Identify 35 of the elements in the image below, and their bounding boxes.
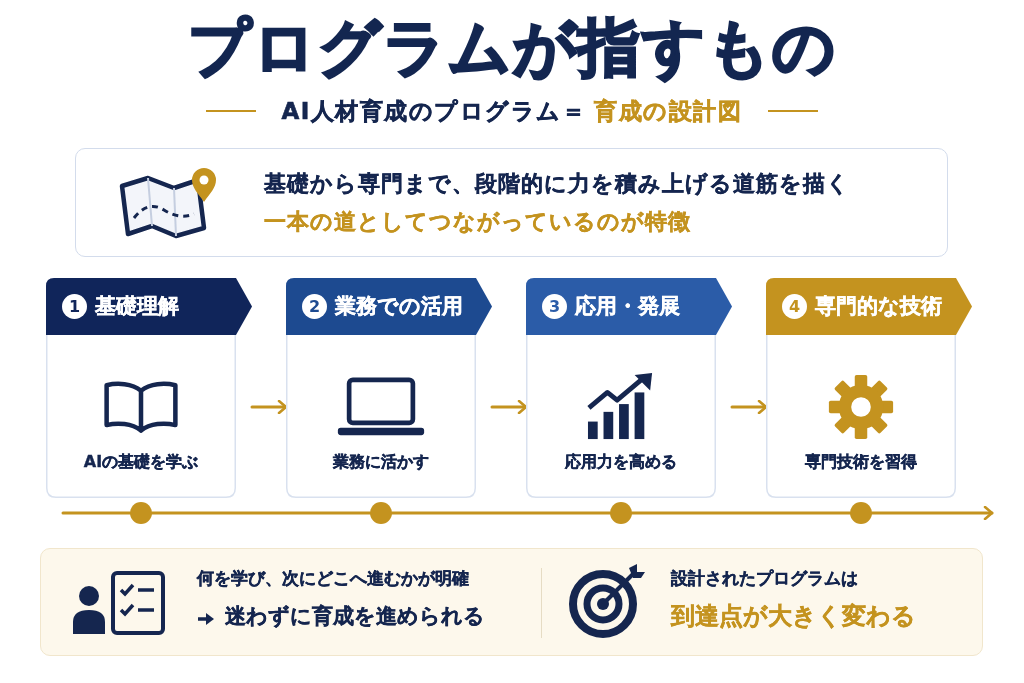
body-text: 何を学び、次にどこへ進むかが明確: [197, 567, 469, 590]
step-title: 業務での活用: [335, 293, 463, 320]
conclusion-text: 迷わずに育成を進められる: [225, 603, 485, 630]
subtitle-highlight: 育成の設計図: [594, 97, 743, 126]
step-caption: AIの基礎を学ぶ: [83, 451, 199, 473]
timeline-dot: [370, 502, 392, 524]
arrow: [870, 505, 994, 521]
connector-line: [630, 511, 852, 515]
step-caption: 応用力を高める: [565, 451, 677, 473]
step-card: [286, 278, 492, 498]
arrow: [730, 399, 768, 415]
step-title: 専門的な技術: [815, 293, 942, 320]
title: プログラムが指すもの: [187, 10, 837, 86]
step-title: 基礎理解: [95, 293, 179, 320]
highlight-text: 到達点が大きく変わる: [671, 601, 916, 632]
highlight-text: 一本の道としてつながっているのが特徴: [264, 208, 691, 236]
connector-line: [390, 511, 612, 515]
step-card: [46, 278, 252, 498]
arrow: [490, 399, 528, 415]
timeline-dot: [130, 502, 152, 524]
step-caption: 業務に活かす: [333, 451, 429, 473]
connector-line: [61, 511, 132, 515]
step-caption: 専門技術を習得: [805, 451, 917, 473]
step-card: [526, 278, 732, 498]
info-box: [75, 148, 948, 257]
body-text: 設計されたプログラムは: [671, 567, 858, 590]
arrow: [250, 399, 288, 415]
step-title: 応用・発展: [575, 293, 680, 320]
timeline-dot: [610, 502, 632, 524]
info-text: 基礎から専門まで、段階的に力を積み上げる道筋を描く: [264, 170, 850, 198]
timeline-dot: [850, 502, 872, 524]
step-card: [766, 278, 972, 498]
info-panel: [40, 548, 983, 656]
connector-line: [150, 511, 372, 515]
subtitle: AI人材育成のプログラム＝: [281, 97, 587, 126]
